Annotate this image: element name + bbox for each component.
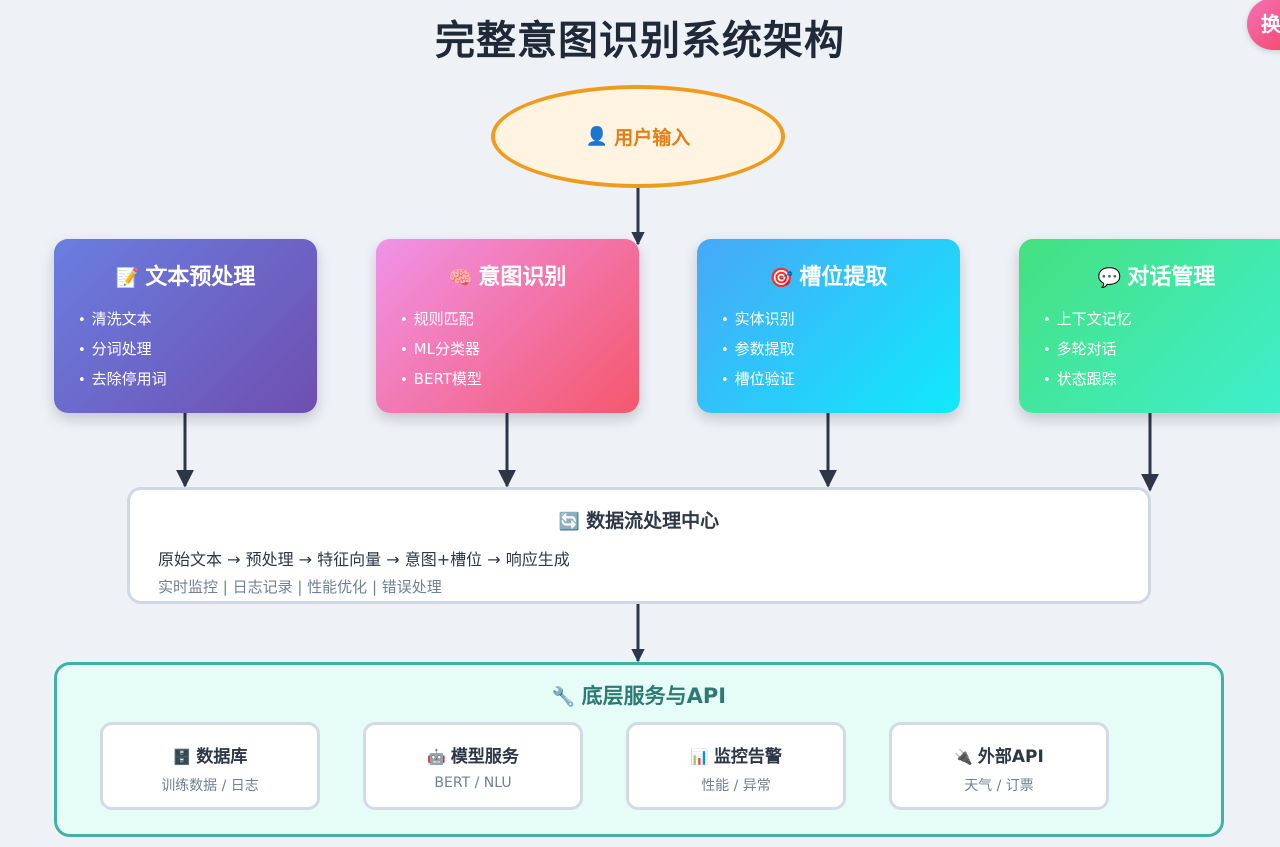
user-input-label: 用户输入 [614,127,691,149]
plug-icon: 🔌 [954,748,973,766]
target-icon: 🎯 [769,267,794,289]
service-sub: 训练数据 / 日志 [161,778,259,794]
module-item: 上下文记忆 [1043,305,1272,335]
user-input-node: 👤 用户输入 [491,85,785,188]
base-services-panel: 🔧底层服务与API 🗄️数据库 训练数据 / 日志 🤖模型服务 BERT / N… [54,662,1224,837]
memo-icon: 📝 [115,267,140,289]
brain-icon: 🧠 [448,267,473,289]
module-intent-recognition: 🧠意图识别 规则匹配 ML分类器 BERT模型 [376,239,639,413]
robot-icon: 🤖 [427,748,446,766]
module-title: 对话管理 [1127,265,1216,290]
module-item: 去除停用词 [78,365,295,395]
service-title: 数据库 [196,747,248,767]
data-flow-hub: 🔄数据流处理中心 原始文本 → 预处理 → 特征向量 → 意图+槽位 → 响应生… [127,487,1151,604]
service-title: 模型服务 [450,747,519,767]
base-title: 底层服务与API [581,684,727,708]
speech-bubble-icon: 💬 [1097,267,1122,289]
module-item: 多轮对话 [1043,335,1272,365]
file-cabinet-icon: 🗄️ [172,748,192,766]
service-monitoring: 📊监控告警 性能 / 异常 [626,722,846,810]
module-title: 意图识别 [478,265,567,290]
module-slot-extraction: 🎯槽位提取 实体识别 参数提取 槽位验证 [697,239,960,413]
service-sub: 天气 / 订票 [964,778,1034,794]
module-item: ML分类器 [400,335,617,365]
hub-sub-text: 实时监控 | 日志记录 | 性能优化 | 错误处理 [158,578,442,596]
module-item: 清洗文本 [78,305,295,335]
module-item: 规则匹配 [400,305,617,335]
module-dialog-management: 💬对话管理 上下文记忆 多轮对话 状态跟踪 [1019,239,1280,413]
hub-title: 数据流处理中心 [586,510,720,532]
hub-flow-text: 原始文本 → 预处理 → 特征向量 → 意图+槽位 → 响应生成 [158,550,570,569]
module-item: 参数提取 [721,335,938,365]
service-title: 监控告警 [713,747,782,767]
module-item: 实体识别 [721,305,938,335]
module-item: 分词处理 [78,335,295,365]
person-icon: 👤 [585,126,609,147]
module-title: 文本预处理 [145,265,256,290]
service-title: 外部API [977,747,1044,767]
service-external-api: 🔌外部API 天气 / 订票 [889,722,1109,810]
service-sub: 性能 / 异常 [701,778,771,794]
page-title: 完整意图识别系统架构 [435,18,845,64]
module-item: 槽位验证 [721,365,938,395]
module-item: 状态跟踪 [1043,365,1272,395]
service-model: 🤖模型服务 BERT / NLU [363,722,583,810]
service-sub: BERT / NLU [434,775,512,791]
service-database: 🗄️数据库 训练数据 / 日志 [100,722,320,810]
module-text-preprocess: 📝文本预处理 清洗文本 分词处理 去除停用词 [54,239,317,413]
module-title: 槽位提取 [799,265,888,290]
wrench-icon: 🔧 [551,686,576,708]
bar-chart-icon: 📊 [690,748,709,766]
refresh-icon: 🔄 [558,512,581,532]
module-item: BERT模型 [400,365,617,395]
